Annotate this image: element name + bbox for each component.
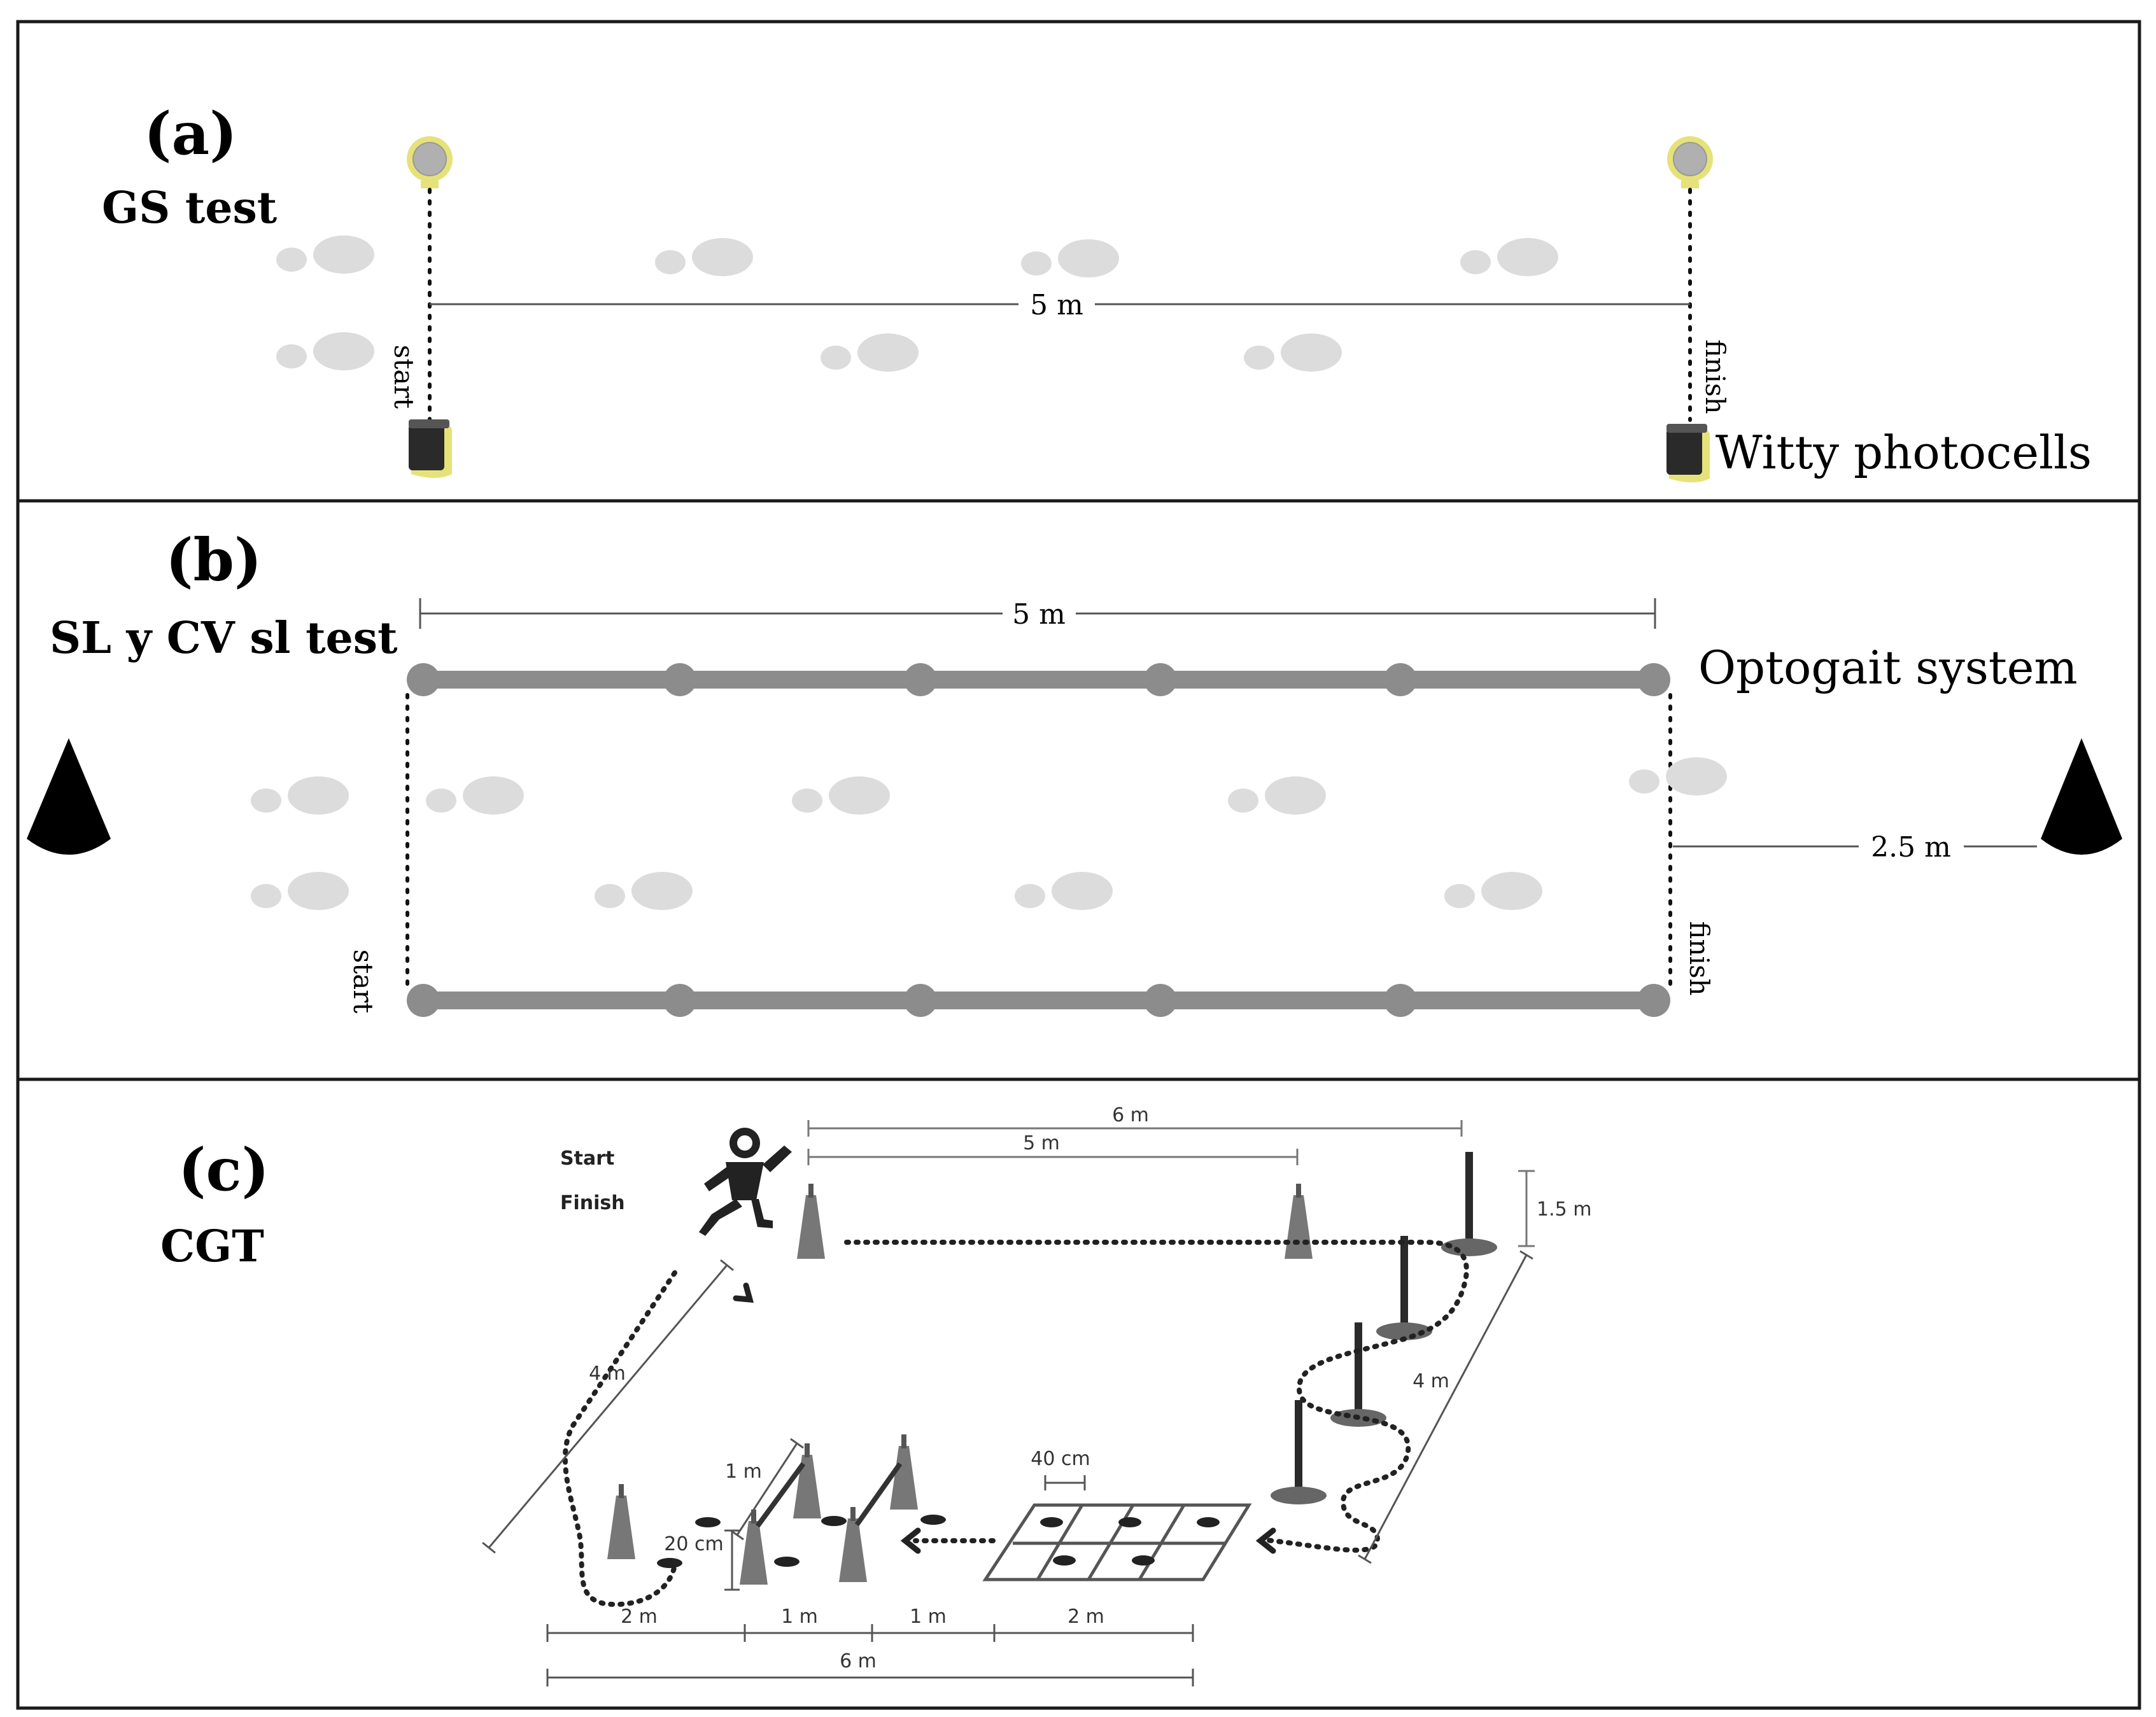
hurdle-dims [724, 1438, 804, 1591]
panel-c: (c) CGT Start Finish 6 m 5 m 1. [160, 1104, 1591, 1686]
hurdles [657, 1434, 946, 1585]
bottom-2m-left: 2 m [621, 1606, 658, 1628]
slalom-pole-2 [1376, 1236, 1432, 1340]
start-label-a: start [388, 345, 419, 409]
panel-frames [16, 20, 2141, 1710]
start-label-b: start [348, 950, 379, 1014]
photocell-start-top [406, 136, 453, 189]
dim-40cm: 40 cm [1031, 1448, 1090, 1470]
distance-dim-b [419, 598, 1656, 629]
dim-1m-hurdle: 1 m [725, 1461, 762, 1483]
panel-a-title: GS test [102, 183, 278, 234]
bottom-2m-right: 2 m [1067, 1606, 1104, 1628]
bottom-6m: 6 m [840, 1650, 877, 1672]
cone-right [2041, 738, 2122, 855]
panel-c-title: CGT [160, 1221, 264, 1272]
panel-b-title: SL y CV sl test [50, 613, 398, 664]
optogait-bar-bottom [407, 984, 1670, 1017]
distance-label-a: 5 m [1030, 289, 1083, 321]
cone-left [27, 738, 111, 855]
bottom-1m-b: 1 m [910, 1606, 947, 1628]
finish-label-b: finish [1684, 921, 1715, 995]
device-label-b: Optogait system [1698, 641, 2078, 694]
photocell-start-bottom [409, 419, 452, 478]
single-cone-c [607, 1484, 635, 1559]
dim-right-4m: 4 m [1413, 1370, 1449, 1392]
bottom-dims [546, 1624, 1194, 1686]
dim-left-4m: 4 m [589, 1363, 626, 1385]
dim-height: 1.5 m [1537, 1198, 1591, 1221]
panel-c-letter: (c) [178, 1135, 269, 1204]
slalom-pole-1 [1441, 1152, 1497, 1256]
course-path [562, 1240, 1469, 1607]
finish-label-a: finish [1700, 339, 1731, 414]
optogait-bar-top [407, 663, 1670, 696]
panel-b-letter: (b) [166, 526, 262, 594]
dim-top-6m: 6 m [1112, 1104, 1149, 1126]
path-arrows [733, 1282, 1276, 1554]
runner-icon [699, 1128, 792, 1236]
bottom-1m-a: 1 m [781, 1606, 818, 1628]
dim-top-5m: 5 m [1023, 1132, 1060, 1154]
photocell-finish-top [1666, 136, 1714, 189]
cone-5m [1285, 1184, 1313, 1259]
panel-a-letter: (a) [144, 99, 237, 168]
device-label-a: Witty photocells [1716, 426, 2092, 479]
start-label-c: Start [560, 1147, 614, 1170]
ladder-markers [1040, 1517, 1220, 1566]
footprints-b [251, 757, 1727, 910]
ladder-width-dim [1044, 1475, 1086, 1490]
photocell-finish-bottom [1666, 424, 1710, 482]
cone-distance-label: 2.5 m [1871, 831, 1951, 864]
distance-label-b: 5 m [1012, 598, 1066, 631]
top-dimensions [807, 1120, 1535, 1247]
slalom-pole-3 [1330, 1322, 1386, 1427]
panel-b: (b) SL y CV sl test 5 m [27, 526, 2122, 1017]
diagonal-dims [482, 1250, 1533, 1564]
dim-20cm: 20 cm [664, 1533, 723, 1555]
slalom-pole-4 [1271, 1400, 1327, 1504]
panel-a: (a) GS test 5 m start finish Witty photo… [102, 99, 2092, 482]
agility-ladder [982, 1503, 1252, 1581]
finish-label-c: Finish [560, 1192, 625, 1214]
cone-start [797, 1184, 825, 1259]
